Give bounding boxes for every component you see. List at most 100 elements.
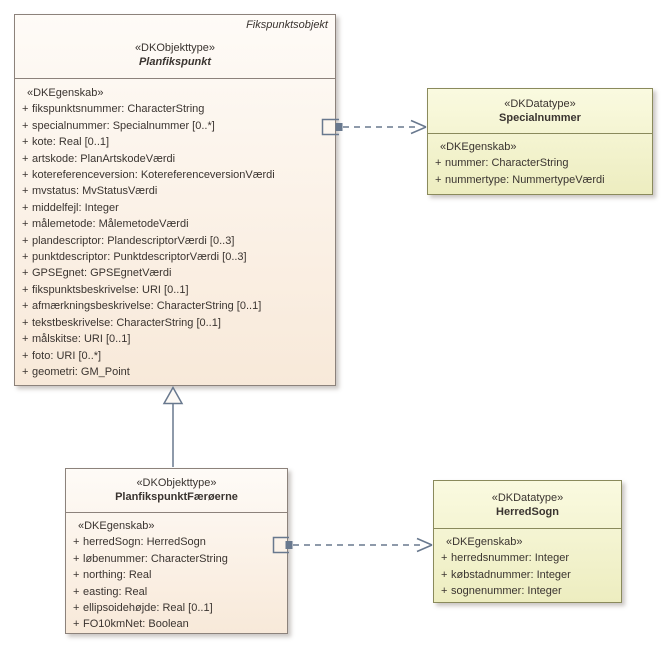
visibility-marker: +	[435, 157, 442, 170]
attribute-row[interactable]: + nummertype: NummertypeVærdi	[428, 172, 652, 188]
attribute-row[interactable]: + middelfejl: Integer	[15, 200, 335, 216]
class-header: Fikspunktsobjekt «DKObjekttype» Planfiks…	[15, 15, 335, 79]
attribute-row[interactable]: + herredsnummer: Integer	[434, 550, 621, 566]
visibility-marker: +	[73, 602, 80, 615]
visibility-marker: +	[73, 536, 80, 549]
attribute-text: foto: URI [0..*]	[32, 349, 102, 362]
visibility-marker: +	[73, 618, 80, 631]
attribute-row[interactable]: + northing: Real	[66, 567, 287, 583]
visibility-marker: +	[22, 185, 29, 198]
visibility-marker: +	[435, 173, 442, 186]
generalization-planfikspunktfaeroerne-to-planfikspunkt[interactable]	[162, 385, 184, 468]
attribute-text: løbenummer: CharacterString	[83, 552, 228, 565]
class-name: Planfikspunkt	[138, 56, 212, 68]
class-planfikspunktfaeroerne[interactable]: «DKObjekttype» PlanfikspunktFærøerne «DK…	[65, 468, 288, 634]
attribute-row[interactable]: + artskode: PlanArtskodeVærdi	[15, 151, 335, 167]
attribute-row[interactable]: + ellipsoidehøjde: Real [0..1]	[66, 600, 287, 616]
attribute-row[interactable]: + specialnummer: Specialnummer [0..*]	[15, 118, 335, 134]
attribute-text: geometri: GM_Point	[32, 365, 130, 378]
visibility-marker: +	[73, 585, 80, 598]
attribute-row[interactable]: + afmærkningsbeskrivelse: CharacterStrin…	[15, 298, 335, 314]
visibility-marker: +	[73, 552, 80, 565]
attribute-row[interactable]: + mvstatus: MvStatusVærdi	[15, 183, 335, 199]
attribute-row[interactable]: + målemetode: MålemetodeVærdi	[15, 216, 335, 232]
section-label: «DKEgenskab»	[446, 536, 523, 548]
attribute-row[interactable]: + kotereferenceversion: Kotereferencever…	[15, 167, 335, 183]
visibility-marker: +	[441, 552, 448, 565]
visibility-marker: +	[22, 316, 29, 329]
attribute-text: northing: Real	[83, 569, 152, 582]
attribute-row[interactable]: + nummer: CharacterString	[428, 155, 652, 171]
class-header: «DKDatatype» HerredSogn	[434, 481, 621, 529]
visibility-marker: +	[441, 568, 448, 581]
class-name: HerredSogn	[496, 506, 559, 518]
attribute-row[interactable]: + herredSogn: HerredSogn	[66, 534, 287, 550]
attribute-row[interactable]: + easting: Real	[66, 584, 287, 600]
open-arrowhead-icon	[416, 537, 433, 553]
attribute-link-square-icon	[335, 123, 343, 131]
attributes-compartment: «DKEgenskab» + herredsnummer: Integer + …	[434, 529, 621, 600]
attribute-row[interactable]: + løbenummer: CharacterString	[66, 551, 287, 567]
attribute-text: herredsnummer: Integer	[451, 552, 569, 565]
class-name: PlanfikspunktFærøerne	[115, 491, 238, 503]
class-herredsogn[interactable]: «DKDatatype» HerredSogn «DKEgenskab» + h…	[433, 480, 622, 603]
class-name: Specialnummer	[499, 112, 581, 124]
hollow-triangle-arrowhead-icon	[162, 385, 184, 405]
attribute-text: sognenummer: Integer	[451, 585, 562, 598]
class-planfikspunkt[interactable]: Fikspunktsobjekt «DKObjekttype» Planfiks…	[14, 14, 336, 386]
visibility-marker: +	[441, 585, 448, 598]
attributes-compartment: «DKEgenskab» + fikspunktsnummer: Charact…	[15, 79, 335, 380]
attribute-text: nummer: CharacterString	[445, 157, 569, 170]
stereotype-label: «DKObjekttype»	[136, 477, 217, 489]
attribute-row[interactable]: + målskitse: URI [0..1]	[15, 331, 335, 347]
attribute-text: herredSogn: HerredSogn	[83, 536, 206, 549]
attribute-row[interactable]: + plandescriptor: PlandescriptorVærdi [0…	[15, 233, 335, 249]
attribute-list: + nummer: CharacterString + nummertype: …	[428, 155, 652, 188]
attribute-text: punktdescriptor: PunktdescriptorVærdi [0…	[32, 251, 247, 264]
class-specialnummer[interactable]: «DKDatatype» Specialnummer «DKEgenskab» …	[427, 88, 653, 195]
stereotype-label: «DKObjekttype»	[134, 42, 216, 54]
attribute-text: målemetode: MålemetodeVærdi	[32, 218, 189, 231]
visibility-marker: +	[22, 349, 29, 362]
attribute-text: kote: Real [0..1]	[32, 136, 110, 149]
stereotype-label: «DKDatatype»	[504, 98, 576, 110]
attribute-row[interactable]: + punktdescriptor: PunktdescriptorVærdi …	[15, 249, 335, 265]
package-label: Fikspunktsobjekt	[246, 19, 328, 31]
attribute-list: + fikspunktsnummer: CharacterString + sp…	[15, 101, 335, 380]
attribute-row[interactable]: + GPSEgnet: GPSEgnetVærdi	[15, 265, 335, 281]
attribute-text: easting: Real	[83, 585, 148, 598]
attribute-text: nummertype: NummertypeVærdi	[445, 173, 605, 186]
attribute-row[interactable]: + geometri: GM_Point	[15, 364, 335, 380]
visibility-marker: +	[73, 569, 80, 582]
attribute-text: tekstbeskrivelse: CharacterString [0..1]	[32, 316, 221, 329]
attribute-row[interactable]: + fikspunktsbeskrivelse: URI [0..1]	[15, 282, 335, 298]
association-planfikspunktfaeroerne-to-herredsogn[interactable]	[272, 536, 433, 554]
attribute-row[interactable]: + tekstbeskrivelse: CharacterString [0..…	[15, 315, 335, 331]
attributes-compartment: «DKEgenskab» + herredSogn: HerredSogn + …	[66, 513, 287, 633]
attribute-link-bracket-icon	[272, 536, 289, 554]
visibility-marker: +	[22, 152, 29, 165]
visibility-marker: +	[22, 119, 29, 132]
attribute-row[interactable]: + fikspunktsnummer: CharacterString	[15, 101, 335, 117]
attribute-row[interactable]: + foto: URI [0..*]	[15, 348, 335, 364]
association-planfikspunkt-to-specialnummer[interactable]	[321, 118, 427, 136]
stereotype-label: «DKDatatype»	[491, 492, 564, 504]
visibility-marker: +	[22, 300, 29, 313]
attribute-row[interactable]: + købstadnummer: Integer	[434, 567, 621, 583]
attribute-text: fikspunktsbeskrivelse: URI [0..1]	[32, 283, 189, 296]
attribute-row[interactable]: + kote: Real [0..1]	[15, 134, 335, 150]
attribute-text: målskitse: URI [0..1]	[32, 333, 131, 346]
attribute-text: specialnummer: Specialnummer [0..*]	[32, 119, 215, 132]
visibility-marker: +	[22, 251, 29, 264]
section-label: «DKEgenskab»	[27, 87, 104, 99]
visibility-marker: +	[22, 365, 29, 378]
visibility-marker: +	[22, 267, 29, 280]
attribute-text: plandescriptor: PlandescriptorVærdi [0..…	[32, 234, 235, 247]
class-header: «DKDatatype» Specialnummer	[428, 89, 652, 134]
attribute-row[interactable]: + FO10kmNet: Boolean	[66, 616, 287, 632]
attribute-text: fikspunktsnummer: CharacterString	[32, 103, 205, 116]
open-arrowhead-icon	[410, 119, 427, 135]
attribute-row[interactable]: + sognenummer: Integer	[434, 583, 621, 599]
attribute-link-bracket-icon	[321, 118, 339, 136]
attribute-text: ellipsoidehøjde: Real [0..1]	[83, 602, 213, 615]
